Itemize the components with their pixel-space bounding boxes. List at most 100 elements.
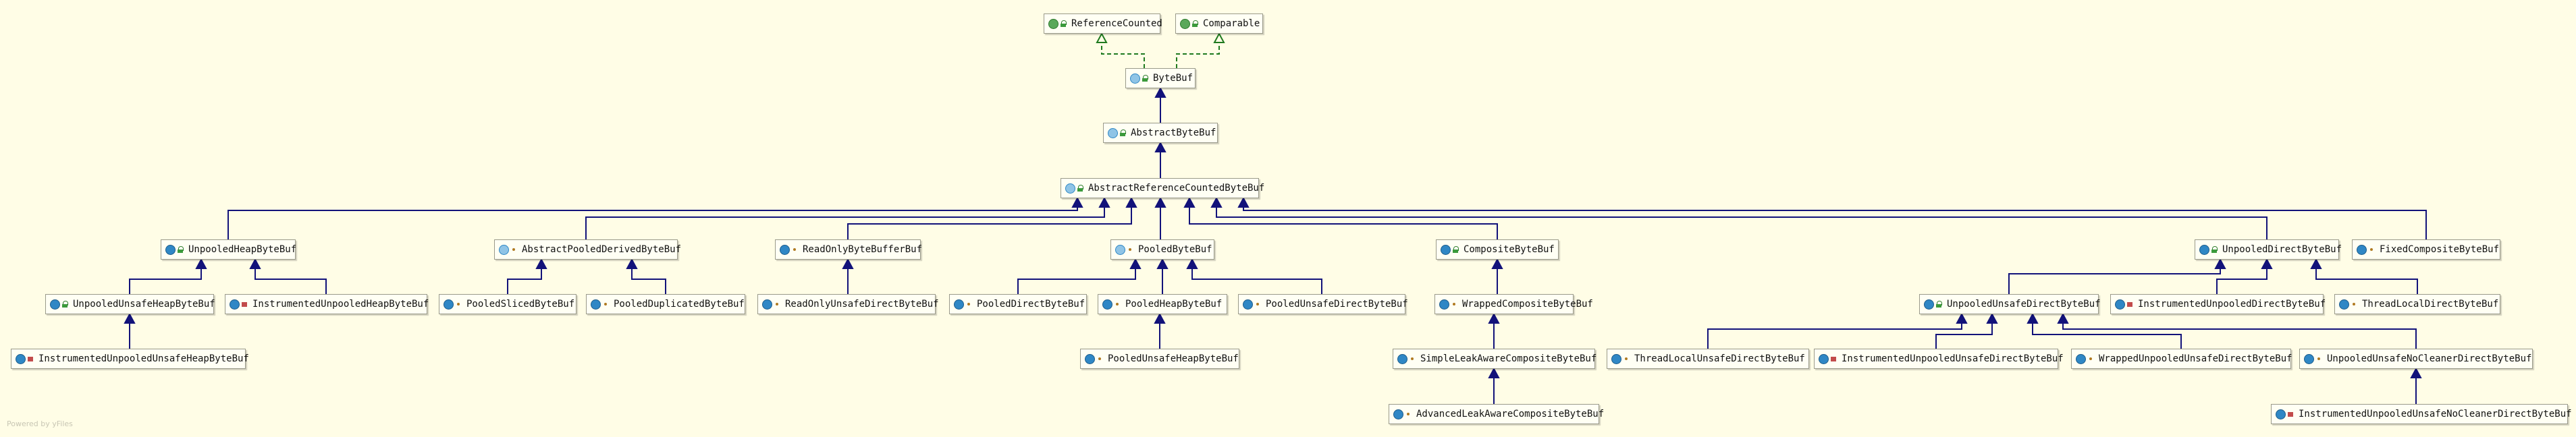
class-name-label: SimpleLeakAwareCompositeByteBuf bbox=[1420, 353, 1597, 364]
arrowhead-rouddb-to-robb bbox=[842, 258, 854, 269]
package-visibility-icon bbox=[2316, 355, 2322, 362]
class-node-tldb[interactable]: ThreadLocalDirectByteBuf bbox=[2334, 294, 2500, 314]
class-node-udb[interactable]: UnpooledDirectByteBuf bbox=[2195, 239, 2342, 260]
package-visibility-icon bbox=[2369, 246, 2374, 253]
class-node-uhb[interactable]: UnpooledHeapByteBuf bbox=[161, 239, 296, 260]
class-icon bbox=[230, 299, 240, 310]
class-icon bbox=[50, 299, 60, 310]
class-node-cmp[interactable]: Comparable bbox=[1175, 13, 1263, 34]
class-node-iudb[interactable]: InstrumentedUnpooledDirectByteBuf bbox=[2110, 294, 2326, 314]
class-node-slacb[interactable]: SimpleLeakAwareCompositeByteBuf bbox=[1393, 349, 1597, 369]
class-node-rouddb[interactable]: ReadOnlyUnsafeDirectByteBuf bbox=[757, 294, 939, 314]
arrowhead-uuncdb-to-uudb bbox=[2057, 312, 2069, 324]
public-visibility-icon bbox=[1061, 20, 1067, 27]
class-icon bbox=[2199, 244, 2209, 255]
class-name-label: WrappedCompositeByteBuf bbox=[1462, 299, 1593, 310]
class-icon bbox=[2076, 353, 2086, 364]
class-node-uuhb[interactable]: UnpooledUnsafeHeapByteBuf bbox=[45, 294, 215, 314]
class-name-label: ByteBuf bbox=[1153, 73, 1193, 84]
class-icon bbox=[2304, 353, 2314, 364]
package-visibility-icon bbox=[456, 301, 461, 308]
class-node-wcb[interactable]: WrappedCompositeByteBuf bbox=[1434, 294, 1593, 314]
class-icon bbox=[444, 299, 454, 310]
class-node-pdb[interactable]: PooledDuplicatedByteBuf bbox=[586, 294, 745, 314]
arrowhead-iuuncdb-to-uuncdb bbox=[2410, 367, 2422, 378]
arrowhead-uudb-to-udb bbox=[2214, 258, 2226, 269]
class-name-label: PooledDirectByteBuf bbox=[977, 299, 1085, 310]
edge-apd-to-arc bbox=[585, 206, 1105, 239]
class-node-pdirb[interactable]: PooledDirectByteBuf bbox=[949, 294, 1087, 314]
class-icon bbox=[1393, 409, 1403, 419]
package-visibility-icon bbox=[603, 301, 608, 308]
class-icon bbox=[1397, 353, 1407, 364]
class-icon bbox=[762, 299, 772, 310]
class-name-label: FixedCompositeByteBuf bbox=[2380, 244, 2500, 255]
edge-uhb-to-arc bbox=[227, 206, 1078, 239]
class-node-wuudb[interactable]: WrappedUnpooledUnsafeDirectByteBuf bbox=[2071, 349, 2292, 369]
arrowhead-psb-to-apd bbox=[535, 258, 547, 269]
abstract-icon bbox=[1130, 73, 1140, 84]
public-visibility-icon bbox=[1192, 20, 1198, 27]
package-visibility-icon bbox=[966, 301, 971, 308]
public-visibility-icon bbox=[2211, 246, 2218, 253]
arrowhead-bb-to-rc bbox=[1096, 32, 1108, 43]
edge-psb-to-apd bbox=[507, 268, 542, 294]
arrowhead-tludb-to-uudb bbox=[1956, 312, 1968, 324]
class-icon bbox=[2339, 299, 2349, 310]
class-name-label: ReadOnlyUnsafeDirectByteBuf bbox=[785, 299, 939, 310]
class-icon bbox=[2115, 299, 2125, 310]
class-node-rc[interactable]: ReferenceCounted bbox=[1044, 13, 1162, 34]
class-node-alacb[interactable]: AdvancedLeakAwareCompositeByteBuf bbox=[1389, 404, 1604, 424]
arrowhead-fcb-to-arc bbox=[1237, 196, 1250, 208]
class-node-cbb[interactable]: CompositeByteBuf bbox=[1436, 239, 1559, 260]
class-name-label: UnpooledHeapByteBuf bbox=[188, 244, 297, 255]
class-name-label: AbstractPooledDerivedByteBuf bbox=[522, 244, 682, 255]
class-node-pudb[interactable]: PooledUnsafeDirectByteBuf bbox=[1238, 294, 1408, 314]
edge-uuhb-to-uhb bbox=[129, 268, 202, 294]
arrowhead-pbb-to-arc bbox=[1154, 196, 1166, 208]
class-node-bb[interactable]: ByteBuf bbox=[1125, 68, 1196, 88]
class-name-label: AbstractReferenceCountedByteBuf bbox=[1088, 183, 1265, 194]
class-icon bbox=[1243, 299, 1253, 310]
public-visibility-icon bbox=[1142, 75, 1148, 82]
arrowhead-pudb-to-pbb bbox=[1186, 258, 1198, 269]
edge-iuudb-to-uudb bbox=[1935, 322, 1993, 349]
class-node-phb[interactable]: PooledHeapByteBuf bbox=[1098, 294, 1227, 314]
arrowhead-alacb-to-slacb bbox=[1488, 367, 1500, 378]
class-name-label: PooledUnsafeDirectByteBuf bbox=[1266, 299, 1408, 310]
class-node-iuhb[interactable]: InstrumentedUnpooledHeapByteBuf bbox=[225, 294, 429, 314]
edge-pdb-to-apd bbox=[631, 268, 666, 294]
footer-credit: Powered by yFiles bbox=[7, 419, 73, 428]
arrowhead-abb-to-bb bbox=[1154, 86, 1166, 98]
class-icon bbox=[16, 353, 26, 364]
class-name-label: PooledHeapByteBuf bbox=[1125, 299, 1223, 310]
package-visibility-icon bbox=[2088, 355, 2093, 362]
class-name-label: UnpooledUnsafeDirectByteBuf bbox=[1947, 299, 2101, 310]
class-node-puhb[interactable]: PooledUnsafeHeapByteBuf bbox=[1080, 349, 1239, 369]
edge-bb-to-rc bbox=[1101, 42, 1145, 68]
class-node-iuuhb[interactable]: InstrumentedUnpooledUnsafeHeapByteBuf bbox=[11, 349, 249, 369]
class-node-tludb[interactable]: ThreadLocalUnsafeDirectByteBuf bbox=[1607, 349, 1809, 369]
class-node-psb[interactable]: PooledSlicedByteBuf bbox=[439, 294, 576, 314]
class-node-fcb[interactable]: FixedCompositeByteBuf bbox=[2352, 239, 2500, 260]
class-node-abb[interactable]: AbstractByteBuf bbox=[1103, 123, 1218, 143]
class-node-robb[interactable]: ReadOnlyByteBufferBuf bbox=[775, 239, 922, 260]
class-node-arc[interactable]: AbstractReferenceCountedByteBuf bbox=[1061, 178, 1264, 198]
arrowhead-robb-to-arc bbox=[1125, 196, 1137, 208]
arrowhead-pdirb-to-pbb bbox=[1129, 258, 1142, 269]
class-icon bbox=[954, 299, 964, 310]
class-node-apd[interactable]: AbstractPooledDerivedByteBuf bbox=[494, 239, 682, 260]
class-node-pbb[interactable]: PooledByteBuf bbox=[1110, 239, 1214, 260]
class-node-iuuncdb[interactable]: InstrumentedUnpooledUnsafeNoCleanerDirec… bbox=[2271, 404, 2572, 424]
class-node-uudb[interactable]: UnpooledUnsafeDirectByteBuf bbox=[1919, 294, 2101, 314]
class-node-iuudb[interactable]: InstrumentedUnpooledUnsafeDirectByteBuf bbox=[1814, 349, 2064, 369]
class-node-uuncdb[interactable]: UnpooledUnsafeNoCleanerDirectByteBuf bbox=[2299, 349, 2533, 369]
class-name-label: AbstractByteBuf bbox=[1131, 127, 1216, 138]
class-icon bbox=[1924, 299, 1934, 310]
private-visibility-icon bbox=[2127, 301, 2132, 308]
edge-pdirb-to-pbb bbox=[1017, 268, 1136, 294]
class-icon bbox=[1611, 353, 1621, 364]
package-visibility-icon bbox=[1410, 355, 1415, 362]
edge-tldb-to-udb bbox=[2315, 268, 2418, 294]
